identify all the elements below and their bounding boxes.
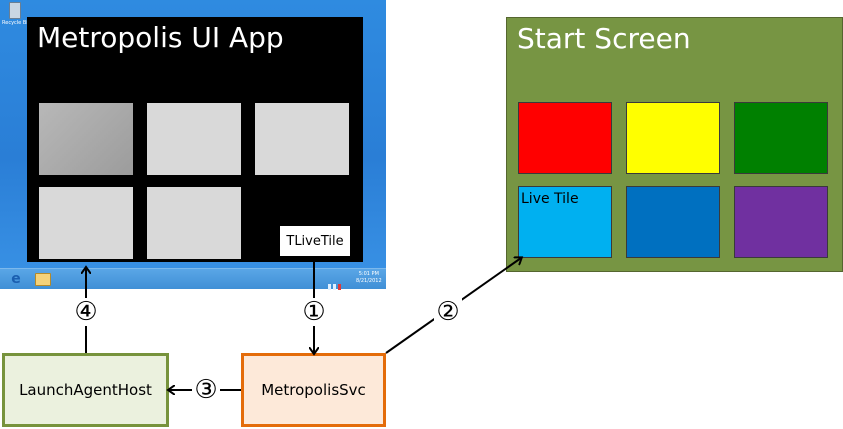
system-tray[interactable] xyxy=(328,275,344,290)
app-tile-4[interactable] xyxy=(39,187,133,259)
recycle-bin-label: Recycle Bin xyxy=(2,20,31,26)
tray-flag-icon xyxy=(328,284,331,290)
tray-network-icon xyxy=(333,284,336,290)
start-screen: Start Screen Live Tile xyxy=(506,17,843,272)
step-2-marker: ② xyxy=(434,298,462,326)
start-tile-yellow[interactable] xyxy=(626,102,720,174)
internet-explorer-icon[interactable]: e xyxy=(11,271,21,287)
live-tile[interactable]: Live Tile xyxy=(518,186,612,258)
launch-agent-host-box: LaunchAgentHost xyxy=(2,353,169,427)
start-tile-green[interactable] xyxy=(734,102,828,174)
taskbar-clock[interactable]: 5:01 PM 8/21/2012 xyxy=(356,271,382,285)
app-tile-2[interactable] xyxy=(147,103,241,175)
step-1-marker: ① xyxy=(300,298,328,326)
start-tile-red[interactable] xyxy=(518,102,612,174)
start-tile-purple[interactable] xyxy=(734,186,828,258)
metropolis-svc-box: MetropolisSvc xyxy=(241,353,386,427)
clock-date: 8/21/2012 xyxy=(356,278,382,284)
app-tile-5[interactable] xyxy=(147,187,241,259)
tlivetile-component: TLiveTile xyxy=(280,226,350,256)
taskbar: e 5:01 PM 8/21/2012 xyxy=(0,268,386,290)
app-tile-1[interactable] xyxy=(39,103,133,175)
clock-time: 5:01 PM xyxy=(358,271,379,277)
live-tile-label: Live Tile xyxy=(521,191,579,207)
trash-can-icon xyxy=(9,2,21,19)
step-3-marker: ③ xyxy=(192,376,220,404)
desktop-screenshot: Recycle Bin Metropolis UI App TLiveTile … xyxy=(0,0,386,290)
tray-alert-icon xyxy=(338,284,341,290)
step-4-marker: ④ xyxy=(72,298,100,326)
start-screen-title: Start Screen xyxy=(517,22,691,55)
recycle-bin-icon[interactable]: Recycle Bin xyxy=(2,2,31,30)
app-tile-3[interactable] xyxy=(255,103,349,175)
start-tile-blue[interactable] xyxy=(626,186,720,258)
app-title: Metropolis UI App xyxy=(37,21,284,54)
metropolis-app-window: Metropolis UI App TLiveTile xyxy=(27,17,363,262)
file-explorer-icon[interactable] xyxy=(35,273,51,286)
